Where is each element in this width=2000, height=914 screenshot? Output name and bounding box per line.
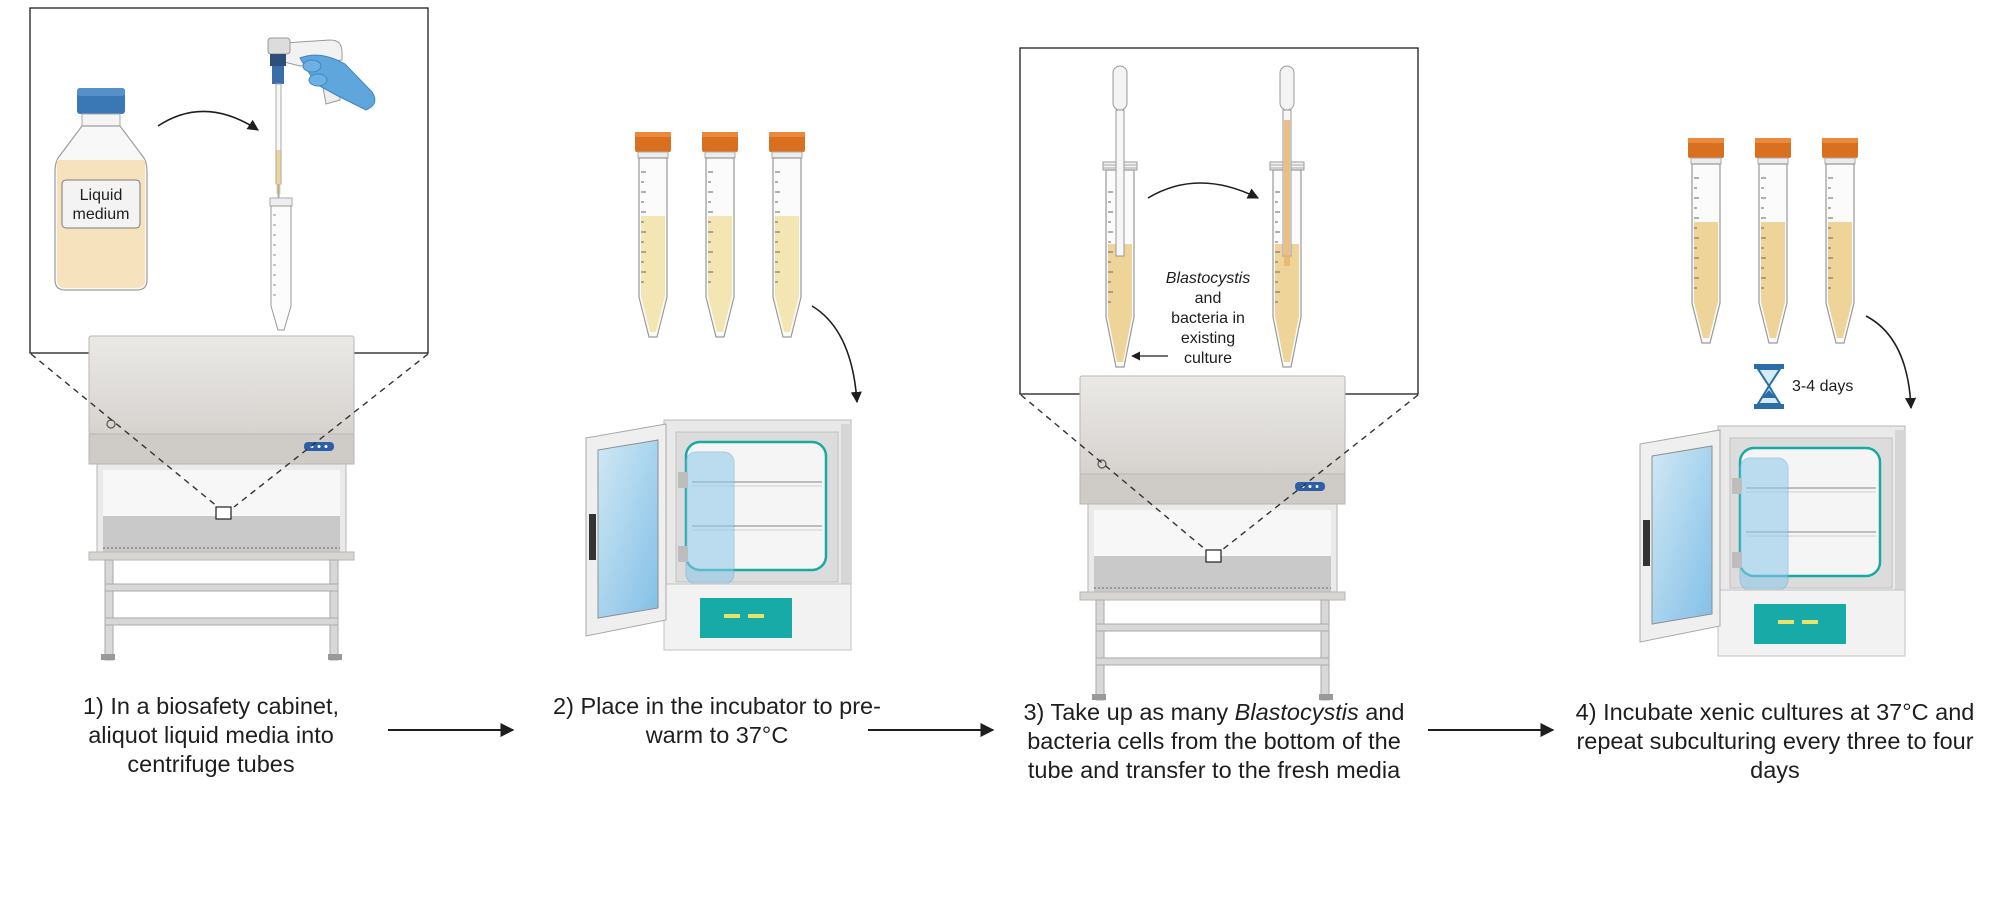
step2-to-incubator-arrow — [811, 305, 862, 404]
centrifuge-tube-icon — [269, 197, 293, 331]
step2-caption-text: 2) Place in the incubator to pre-warm to… — [553, 693, 881, 748]
pipette-icon — [267, 37, 376, 198]
centrifuge-tube-icon — [1687, 137, 1725, 344]
centrifuge-tube-icon — [701, 131, 739, 338]
zoom-line-right — [233, 353, 429, 508]
incubator-icon — [584, 418, 853, 652]
centrifuge-tube-icon — [1821, 137, 1859, 344]
step4-to-incubator-arrow — [1865, 315, 1917, 410]
step3-zoom-frame — [1019, 47, 1419, 395]
step4-illustration: 3-4 days — [1638, 137, 1917, 658]
zoom-line-left — [1020, 394, 1207, 551]
annotation-line5: culture — [1184, 350, 1232, 367]
bottle-label-line1: Liquid — [80, 187, 123, 204]
zoom-line-left — [30, 353, 219, 508]
annotation-line1: Blastocystis — [1166, 270, 1250, 287]
incubator-icon — [1638, 424, 1907, 658]
step4-caption-text: 4) Incubate xenic cultures at 37°C and r… — [1575, 699, 1975, 783]
zoom-source-box — [215, 506, 232, 520]
step3-caption-em: Blastocystis — [1234, 699, 1359, 725]
centrifuge-tube-icon — [1754, 137, 1792, 344]
step1-caption-text: 1) In a biosafety cabinet, aliquot liqui… — [82, 693, 340, 777]
annotation-line2: and — [1195, 290, 1222, 307]
step3-caption-pre: 3) Take up as many — [1023, 699, 1235, 725]
step1-caption: 1) In a biosafety cabinet, aliquot liqui… — [75, 692, 347, 779]
annotation-line4: existing — [1181, 330, 1235, 347]
hourglass-icon — [1754, 364, 1784, 409]
centrifuge-tube-icon — [634, 131, 672, 338]
biosafety-cabinet-icon — [1079, 375, 1346, 701]
step3-caption-post: and bacteria cells from the bottom of th… — [1027, 699, 1405, 783]
step3-transfer-arrow — [1147, 182, 1260, 199]
step3-caption: 3) Take up as many Blastocystis and bact… — [1004, 698, 1424, 785]
annotation-line3: bacteria in — [1171, 310, 1245, 327]
step1-illustration: Liquid medium — [29, 7, 429, 661]
zoom-line-right — [1221, 394, 1419, 551]
bottle-label-line2: medium — [73, 206, 130, 223]
step4-caption: 4) Incubate xenic cultures at 37°C and r… — [1568, 698, 1982, 785]
timer-label: 3-4 days — [1792, 378, 1853, 395]
culture-annotation: Blastocystis and bacteria in existing cu… — [1131, 270, 1250, 367]
biosafety-cabinet-icon — [88, 335, 355, 661]
step3-illustration: Blastocystis and bacteria in existing cu… — [1019, 47, 1419, 701]
step2-caption: 2) Place in the incubator to pre-warm to… — [552, 692, 882, 750]
medium-bottle-icon: Liquid medium — [54, 88, 148, 291]
centrifuge-tube-icon — [768, 131, 806, 338]
zoom-source-box — [1205, 549, 1222, 563]
step1-transfer-arrow — [157, 110, 259, 131]
step2-illustration — [584, 131, 862, 652]
